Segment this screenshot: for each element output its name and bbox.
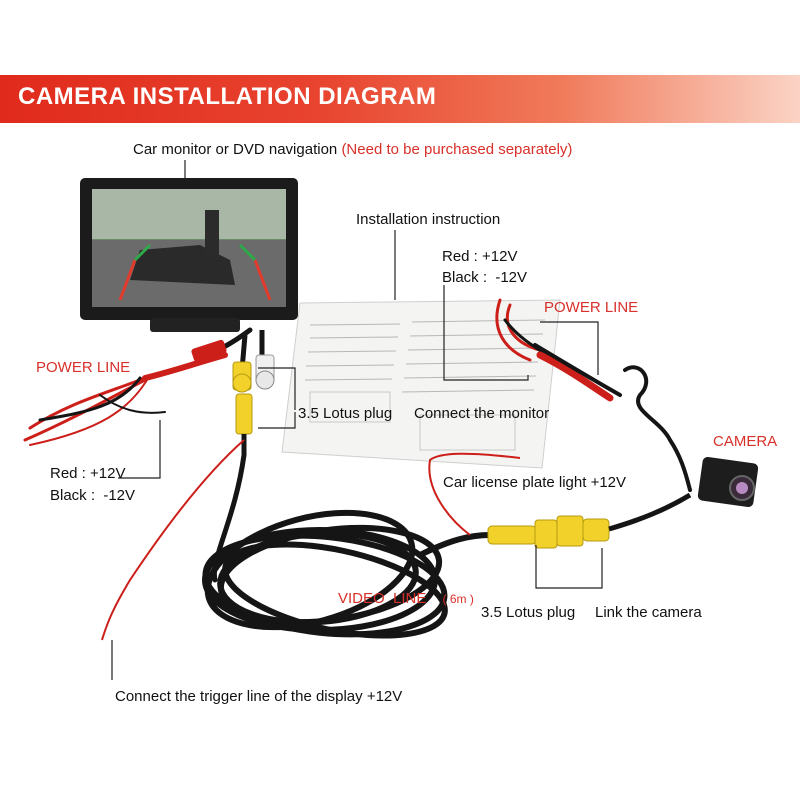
video-line-text: VIDEO LINE	[338, 590, 427, 607]
red-wire-label-right: Red : +12V	[442, 248, 518, 265]
power-line-left-label: POWER LINE	[36, 359, 131, 376]
monitor-label-main: Car monitor or DVD navigation	[133, 141, 338, 158]
connect-monitor-label: Connect the monitor	[414, 405, 550, 422]
black-wire-label-right: Black : -12V	[442, 269, 528, 286]
monitor-rca-plugs	[232, 330, 275, 455]
black-wire-label-left: Black : -12V	[50, 487, 136, 504]
video-cable	[202, 452, 493, 639]
camera-rca-connectors	[487, 492, 692, 549]
trigger-wire	[101, 439, 245, 641]
page-title: CAMERA INSTALLATION DIAGRAM	[18, 83, 437, 110]
link-camera-label: Link the camera	[595, 604, 702, 621]
lotus-plug-camera-label: 3.5 Lotus plug	[481, 604, 576, 621]
camera	[697, 456, 759, 508]
license-light-label: Car license plate light +12V	[443, 474, 627, 491]
power-line-left	[23, 327, 253, 446]
lotus-plug-monitor-label: 3.5 Lotus plug	[298, 405, 393, 422]
video-line-label: VIDEO LINE ( 6m )	[338, 590, 474, 607]
video-line-length: ( 6m )	[442, 592, 474, 606]
monitor-label: Car monitor or DVD navigation (Need to b…	[133, 141, 572, 158]
license-light-wire	[428, 452, 521, 536]
callout-lines	[111, 160, 603, 680]
instruction-sheet	[281, 299, 561, 469]
car-monitor	[80, 178, 298, 332]
installation-instruction-label: Installation instruction	[356, 211, 501, 228]
camera-label: CAMERA	[713, 433, 778, 450]
trigger-line-label: Connect the trigger line of the display …	[115, 688, 403, 705]
power-line-right-label: POWER LINE	[544, 299, 639, 316]
header-band	[0, 75, 800, 123]
red-wire-label-left: Red : +12V	[50, 465, 126, 482]
power-line-right	[495, 298, 692, 492]
monitor-label-note: (Need to be purchased separately)	[341, 141, 573, 158]
